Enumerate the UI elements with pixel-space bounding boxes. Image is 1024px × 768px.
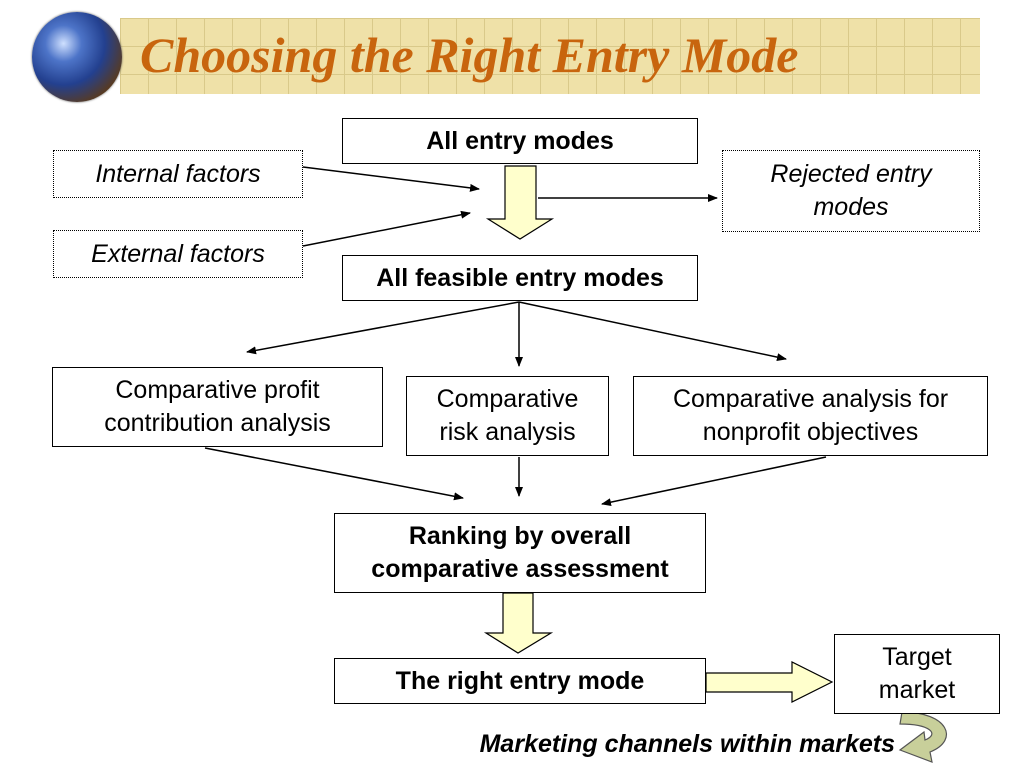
title-banner [120, 18, 980, 94]
external-factors-arrow [302, 210, 471, 247]
globe-icon [32, 12, 122, 102]
internal-factors-box: Internal factors [53, 150, 303, 198]
down-block-arrow-2 [483, 592, 554, 654]
curved-arrow [898, 711, 948, 763]
ranking-box: Ranking by overall comparative assessmen… [334, 513, 706, 593]
all-entry-modes-box: All entry modes [342, 118, 698, 164]
profit-to-ranking-arrow [204, 447, 464, 501]
internal-factors-arrow [302, 166, 480, 192]
feasible-to-nonprofit-arrow [518, 301, 787, 362]
external-factors-box: External factors [53, 230, 303, 278]
risk-analysis-box: Comparative risk analysis [406, 376, 609, 456]
target-market-box: Target market [834, 634, 1000, 714]
nonprofit-to-ranking-arrow [601, 456, 827, 507]
profit-analysis-box: Comparative profit contribution analysis [52, 367, 383, 447]
nonprofit-analysis-box: Comparative analysis for nonprofit objec… [633, 376, 988, 456]
right-entry-mode-box: The right entry mode [334, 658, 706, 704]
right-block-arrow [705, 661, 834, 703]
slide-title: Choosing the Right Entry Mode [140, 27, 799, 83]
all-feasible-entry-modes-box: All feasible entry modes [342, 255, 698, 301]
down-block-arrow-1 [485, 165, 555, 240]
feasible-to-profit-arrow [246, 301, 520, 355]
marketing-channels-caption: Marketing channels within markets [479, 730, 895, 758]
rejected-entry-modes-box: Rejected entry modes [722, 150, 980, 232]
